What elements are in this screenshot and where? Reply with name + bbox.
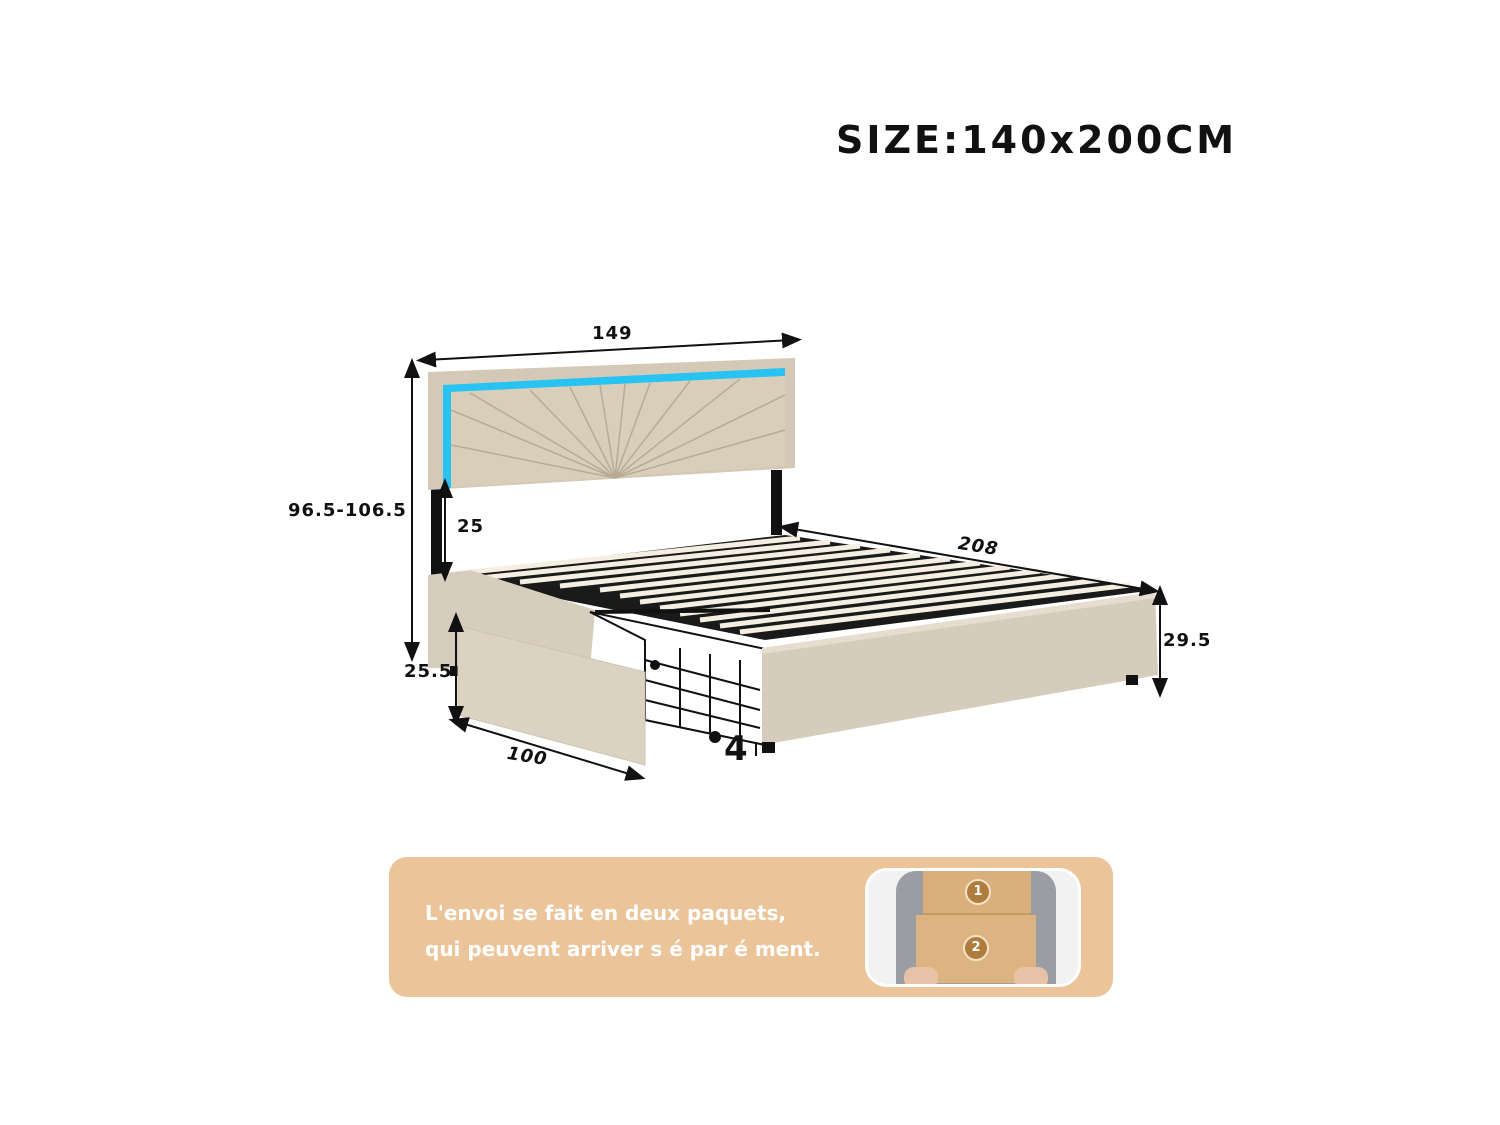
headboard-leg-right [771,470,782,535]
package-number-1: 1 [965,879,991,905]
shipping-notice-banner: L'envoi se fait en deux paquets, qui peu… [389,857,1113,997]
front-rail [762,592,1158,745]
label-headboard-clearance: 25 [457,516,485,537]
size-title: SIZE:140x200CM [836,118,1238,162]
headboard-leg-left [431,480,442,575]
package-box-1: 1 [923,871,1031,915]
hand-left [904,967,938,984]
label-headboard-width: 149 [592,323,633,344]
shipping-notice-line2: qui peuvent arriver s é par é ment. [425,937,821,961]
label-total-height: 96.5-106.5 [288,500,407,521]
dim-line-149 [416,332,802,368]
bed-diagram [404,332,1168,781]
dim-line-208 [778,521,1160,597]
dim-line-100 [448,717,646,781]
label-drawer-count: 4 [724,729,749,769]
package-number-2: 2 [963,935,989,961]
shipping-notice-text: L'envoi se fait en deux paquets, qui peu… [425,895,821,967]
headboard [428,358,795,490]
drawer-basket [589,608,772,747]
label-drawer-height: 25.5 [404,661,453,682]
hand-right [1014,967,1048,984]
label-rail-height: 29.5 [1163,630,1212,651]
two-packages-photo: 1 2 [865,868,1081,987]
shipping-notice-line1: L'envoi se fait en deux paquets, [425,901,787,925]
